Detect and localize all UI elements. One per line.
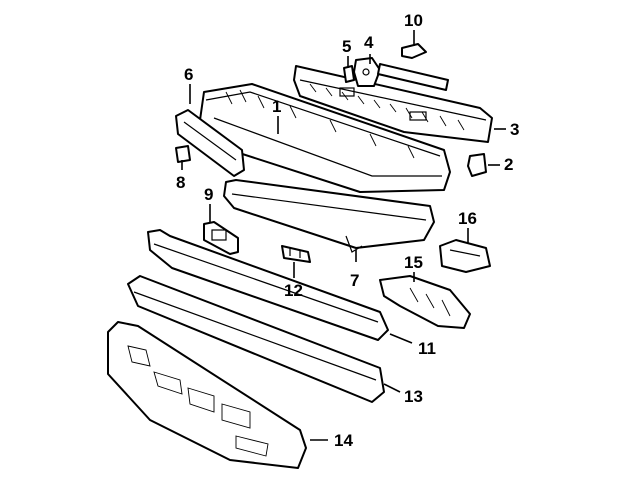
callout-8: 8 — [176, 173, 185, 192]
callout-11: 11 — [418, 339, 436, 358]
leader-13 — [383, 383, 401, 393]
callout-10: 10 — [404, 11, 423, 30]
callout-14: 14 — [334, 431, 353, 450]
callout-4: 4 — [364, 33, 374, 52]
callout-16: 16 — [458, 209, 477, 228]
leader-11 — [389, 333, 413, 344]
part-2-clip — [467, 153, 487, 177]
part-8-clip — [175, 145, 191, 163]
part-5-clip — [343, 65, 355, 83]
part-13-lower-bumper — [127, 275, 385, 403]
callout-7: 7 — [350, 271, 359, 290]
callout-13: 13 — [404, 387, 423, 406]
part-10-retainer — [377, 43, 449, 91]
callout-6: 6 — [184, 65, 193, 84]
callout-1: 1 — [272, 97, 281, 116]
callout-12: 12 — [284, 281, 303, 300]
part-7-panel — [223, 179, 435, 253]
callout-3: 3 — [510, 120, 519, 139]
part-6-strip — [175, 109, 245, 177]
part-14-valance — [107, 321, 307, 469]
part-9-bracket — [203, 221, 239, 255]
callout-labels: 1 2 3 4 5 6 7 8 9 10 11 12 13 14 15 16 — [176, 11, 519, 450]
leader-lines — [181, 30, 506, 441]
part-11-strip — [147, 229, 389, 341]
callout-2: 2 — [504, 155, 513, 174]
part-4-bracket — [353, 57, 381, 87]
callout-15: 15 — [404, 253, 423, 272]
part-12-clip — [281, 245, 311, 263]
part-3-reinforcement — [293, 65, 493, 143]
callout-5: 5 — [342, 37, 351, 56]
callout-9: 9 — [204, 185, 213, 204]
part-16-lamp — [439, 239, 491, 273]
part-15-bracket — [379, 275, 471, 329]
